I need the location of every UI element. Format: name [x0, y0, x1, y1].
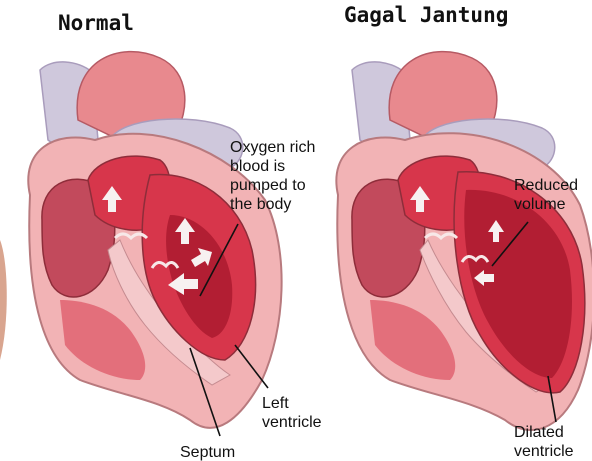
dilated-label: Dilated ventricle [514, 424, 574, 460]
normal-title: Normal [58, 11, 134, 35]
oxygen-line-2: blood is [230, 158, 285, 175]
left-ventricle-line-2: ventricle [262, 414, 322, 431]
dilated-line-2: ventricle [514, 443, 574, 460]
septum-label: Septum [180, 444, 235, 461]
reduced-line-1: Reduced [514, 177, 578, 194]
edge-sliver [0, 240, 7, 360]
dilated-line-1: Dilated [514, 424, 564, 441]
left-ventricle-line-1: Left [262, 395, 289, 412]
heart-failure-title: Gagal Jantung [344, 3, 508, 27]
oxygen-line-3: pumped to [230, 177, 306, 194]
normal-heart-panel: Normal [0, 11, 322, 461]
oxygen-line-4: the body [230, 196, 291, 213]
reduced-line-2: volume [514, 196, 566, 213]
oxygen-line-1: Oxygen rich [230, 139, 315, 156]
heart-failure-panel: Gagal Jantung Reduced volume Dilated [336, 3, 592, 460]
left-ventricle-label: Left ventricle [262, 395, 322, 431]
